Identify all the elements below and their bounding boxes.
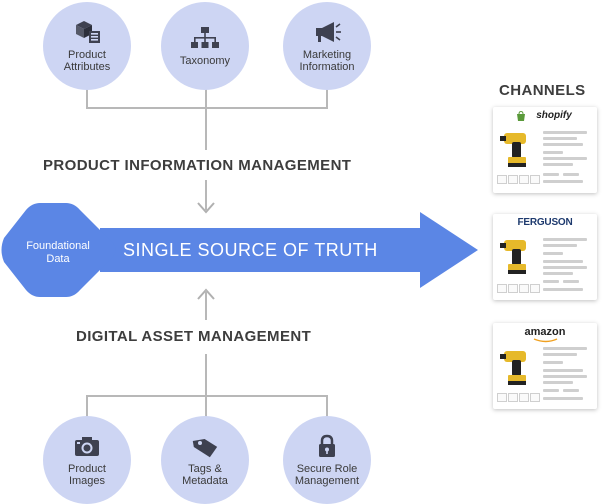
pim-connector-middle [205,88,207,108]
channels-heading: CHANNELS [499,82,586,99]
dam-arrow-shaft [205,290,207,320]
taxonomy-node: Taxonomy [161,2,249,90]
dam-connector-horizontal [86,395,328,397]
pim-connector-right [326,88,328,108]
channel-card-shopify: shopify [493,107,597,193]
hierarchy-icon [191,27,219,48]
tags-metadata-label: Tags & Metadata [182,463,228,487]
amazon-logo: amazon [524,326,566,338]
marketing-information-node: Marketing Information [283,2,371,90]
foundational-data-label: Foundational Data [26,240,90,265]
single-source-label: SINGLE SOURCE OF TRUTH [123,240,378,260]
lock-icon [319,434,335,457]
shopify-logo: shopify [536,110,572,121]
boxes-icon [76,21,100,43]
dam-connector-left [86,396,88,418]
pim-heading: PRODUCT INFORMATION MANAGEMENT [43,157,352,174]
secure-role-management-node: Secure Role Management [283,416,371,504]
drill-image [500,351,526,385]
amazon-smile-icon [533,338,558,343]
pim-connector-horizontal [86,107,328,109]
drill-image [500,133,526,167]
shopify-bag-icon [517,111,525,121]
product-images-label: Product Images [68,463,106,487]
product-attributes-label: Product Attributes [63,49,111,73]
pim-connector-left [86,88,88,108]
channel-card-ferguson: FERGUSON [493,214,597,300]
camera-icon [75,437,99,456]
pim-connector-down [205,108,207,150]
product-attributes-node: Product Attributes [43,2,131,90]
marketing-information-label: Marketing Information [299,49,355,73]
tag-icon [192,438,218,458]
channel-card-amazon: amazon [493,323,597,409]
single-source-arrow [1,203,478,297]
pim-arrow-shaft [205,180,207,210]
dam-connector-right [326,396,328,418]
taxonomy-label: Taxonomy [179,55,231,67]
ferguson-logo: FERGUSON [517,217,573,228]
secure-role-management-label: Secure Role Management [294,463,360,487]
dam-connector-up [205,354,207,396]
product-images-node: Product Images [43,416,131,504]
drill-image [500,240,526,274]
tags-metadata-node: Tags & Metadata [161,416,249,504]
down-arrow-icon [197,202,215,214]
megaphone-icon [316,22,341,42]
dam-heading: DIGITAL ASSET MANAGEMENT [76,328,312,345]
dam-connector-middle [205,396,207,418]
